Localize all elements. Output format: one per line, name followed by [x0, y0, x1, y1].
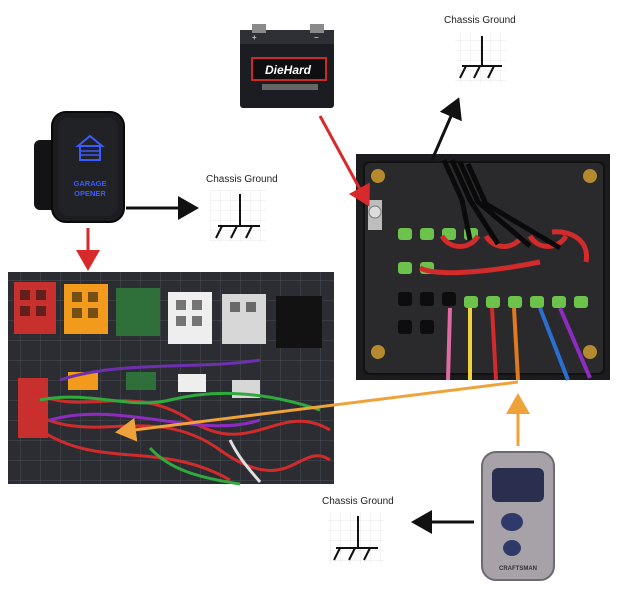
battery-image: + − DieHard: [240, 24, 334, 108]
ground-label-middle: Chassis Ground: [206, 174, 278, 185]
switch-label-line1: GARAGE: [74, 179, 107, 188]
remote-image: CRAFTSMAN: [481, 451, 555, 581]
ground-label-top-right: Chassis Ground: [444, 15, 516, 26]
svg-text:−: −: [314, 33, 319, 42]
arrow-box-to-connector: [115, 380, 519, 442]
svg-text:+: +: [252, 33, 257, 42]
ground-symbol-top-right: [455, 32, 507, 84]
arrow-box-to-ground: [430, 97, 462, 161]
arrow-battery-to-box: [318, 115, 370, 207]
ground-symbol-middle: [210, 190, 266, 242]
garage-icon: [75, 134, 105, 161]
garage-switch-image: GARAGE OPENER: [34, 111, 125, 223]
battery-brand-text: DieHard: [265, 63, 312, 77]
remote-brand-text: CRAFTSMAN: [499, 566, 537, 572]
switch-label-line2: OPENER: [74, 189, 106, 198]
connector-photo: [8, 272, 334, 486]
ground-symbol-bottom: [328, 512, 384, 564]
relay-box-photo: [356, 154, 610, 381]
ground-label-bottom: Chassis Ground: [322, 496, 394, 507]
